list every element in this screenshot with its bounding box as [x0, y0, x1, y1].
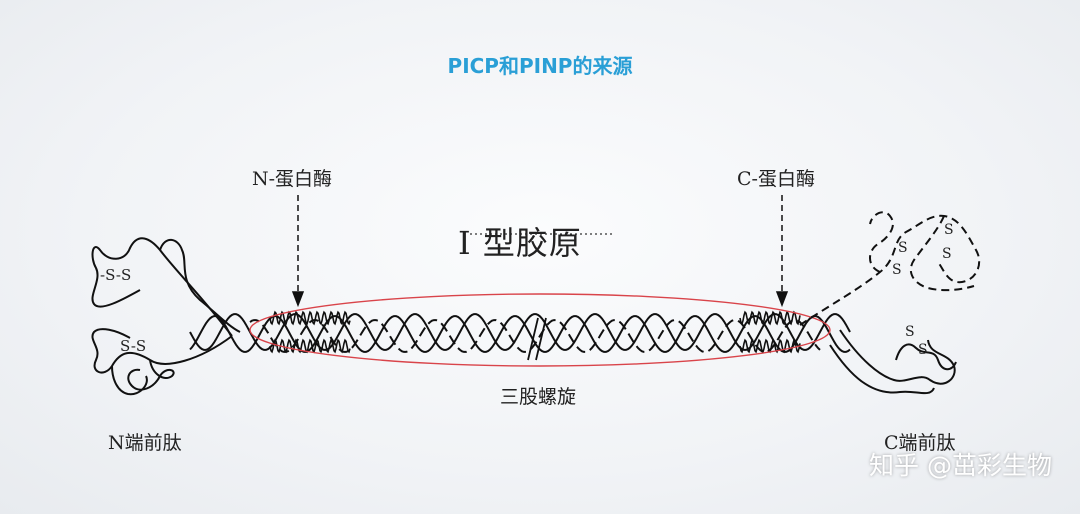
triple-helix-ellipse [249, 293, 831, 367]
n-enzyme-label: N-蛋白酶 [252, 168, 333, 190]
helix-coil-segment [739, 310, 801, 326]
helix-coil-segment [739, 338, 801, 354]
c-enzyme-arrow [775, 195, 789, 308]
n-disulfide-top: -S-S [100, 266, 132, 284]
triple-helix-label: 三股螺旋 [500, 386, 577, 408]
c-enzyme-label: C-蛋白酶 [737, 168, 815, 190]
c-propeptide-dashed-coils [799, 211, 981, 326]
helix-coil-segment [269, 338, 351, 354]
c-sulfur-2: S [942, 246, 952, 262]
collagen-label: I 型胶原 [458, 224, 582, 262]
n-propeptide-label: N端前肽 [108, 432, 182, 454]
n-propeptide-coils [91, 237, 241, 396]
helix-break-mark [527, 317, 547, 361]
c-propeptide-label: C端前肽 [884, 432, 956, 454]
helix-coil-segment [269, 310, 351, 326]
c-sulfur-3: S [898, 240, 908, 256]
diagram-title: PICP和PINP的来源 [447, 54, 633, 78]
n-disulfide-bottom: S-S [120, 337, 147, 355]
helix-strand [249, 319, 821, 353]
c-sulfur-5: S [905, 324, 915, 340]
zhihu-watermark: 知乎 @茁彩生物 [869, 451, 1052, 480]
c-sulfur-6: S [918, 342, 928, 358]
triple-helix-strands [189, 310, 851, 354]
n-enzyme-arrow [291, 195, 305, 308]
c-sulfur-1: S [944, 222, 954, 238]
c-sulfur-4: S [892, 262, 902, 278]
c-propeptide-coils [829, 329, 957, 395]
